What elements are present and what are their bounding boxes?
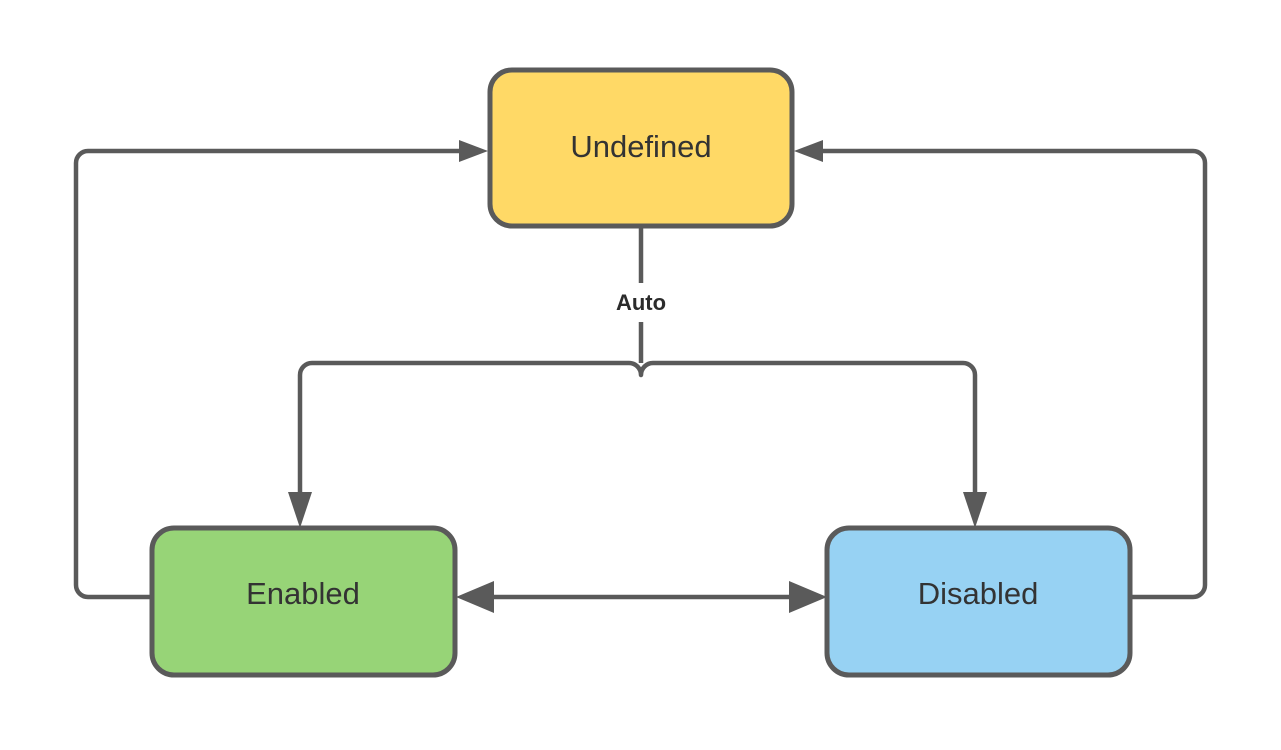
node-enabled-label: Enabled xyxy=(246,576,360,611)
node-undefined[interactable]: Undefined xyxy=(487,67,795,229)
node-disabled-shape xyxy=(824,525,1133,678)
edge-disabled-to-undefined-line xyxy=(823,148,1208,600)
edge-enabled-disabled[interactable] xyxy=(456,581,827,613)
edge-disabled-to-undefined[interactable] xyxy=(794,140,1208,600)
edge-label-auto-text: Auto xyxy=(616,290,666,315)
edge-enabled-to-undefined[interactable] xyxy=(73,140,488,600)
edge-enabled-to-undefined-arrowhead xyxy=(459,140,488,162)
edge-branch-to-enabled[interactable] xyxy=(288,375,312,528)
edge-branch-bar xyxy=(297,360,978,378)
node-disabled[interactable]: Disabled xyxy=(824,525,1133,678)
edge-undefined-branch[interactable] xyxy=(297,226,978,378)
node-undefined-shape xyxy=(487,67,795,229)
node-enabled-shape xyxy=(149,525,458,678)
edge-disabled-to-undefined-arrowhead xyxy=(794,140,823,162)
edge-branch-to-disabled-arrowhead xyxy=(963,492,987,528)
edge-enabled-disabled-arrowhead-right xyxy=(789,581,827,613)
edge-layer: Auto xyxy=(73,140,1208,613)
edge-enabled-disabled-arrowhead-left xyxy=(456,581,494,613)
edge-branch-to-disabled[interactable] xyxy=(963,375,987,528)
node-enabled[interactable]: Enabled xyxy=(149,525,458,678)
edge-enabled-to-undefined-line xyxy=(73,148,462,600)
edge-label-auto: Auto xyxy=(596,286,686,320)
edge-label-auto-background xyxy=(596,286,686,320)
node-layer: Undefined Enabled Disabled xyxy=(149,67,1133,678)
node-undefined-label: Undefined xyxy=(570,129,711,164)
edge-branch-to-enabled-arrowhead xyxy=(288,492,312,528)
node-disabled-label: Disabled xyxy=(918,576,1039,611)
